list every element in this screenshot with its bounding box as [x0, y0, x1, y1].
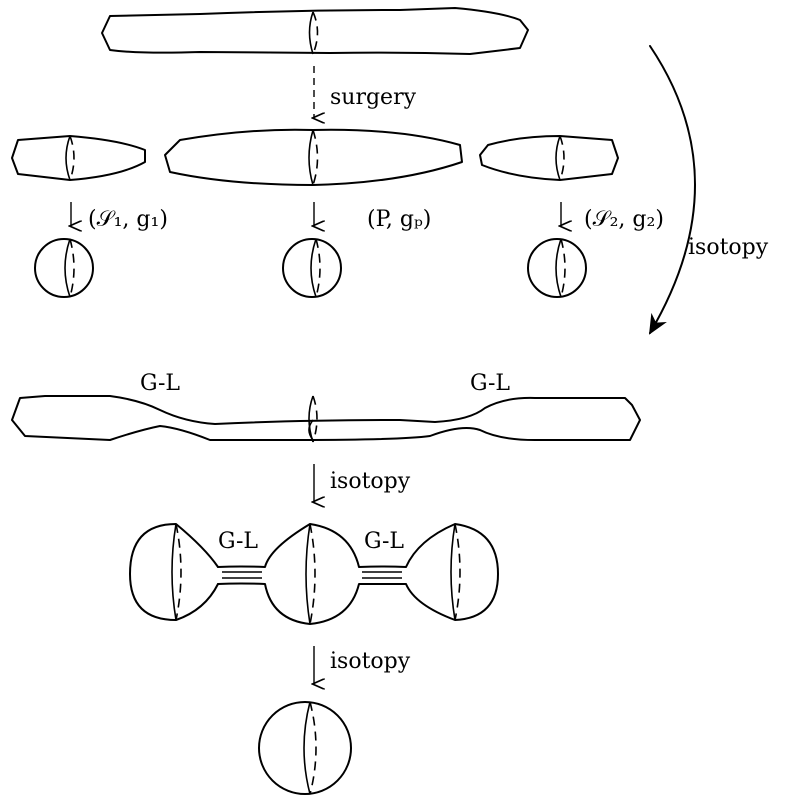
isotopy-bottom-label: isotopy	[330, 649, 411, 674]
gl-top-left-label: G-L	[140, 371, 180, 396]
isotopy-mid-label: isotopy	[330, 469, 411, 494]
s1-map-label: (𝒮₁, g₁)	[88, 207, 168, 232]
gl-top-right-label: G-L	[470, 371, 510, 396]
final-sphere	[258, 701, 352, 795]
gl-mid-left-label: G-L	[218, 529, 258, 554]
surgery-label: surgery	[330, 85, 417, 110]
gl-mid-right-label: G-L	[364, 529, 404, 554]
s1-surface	[11, 135, 146, 181]
s1-sphere	[34, 238, 94, 298]
isotopy-right-label: isotopy	[688, 235, 769, 260]
top-surface	[101, 7, 529, 55]
s2-map-label: (𝒮₂, g₂)	[584, 207, 664, 232]
p-surface	[164, 128, 463, 186]
gl-surface	[11, 395, 641, 443]
s2-surface	[479, 135, 619, 181]
isotopy-curved-arrow	[648, 45, 696, 335]
p-sphere	[282, 238, 342, 298]
connected-spheres	[129, 523, 499, 625]
s2-sphere	[527, 238, 587, 298]
p-map-label: (P, gₚ)	[367, 207, 431, 232]
